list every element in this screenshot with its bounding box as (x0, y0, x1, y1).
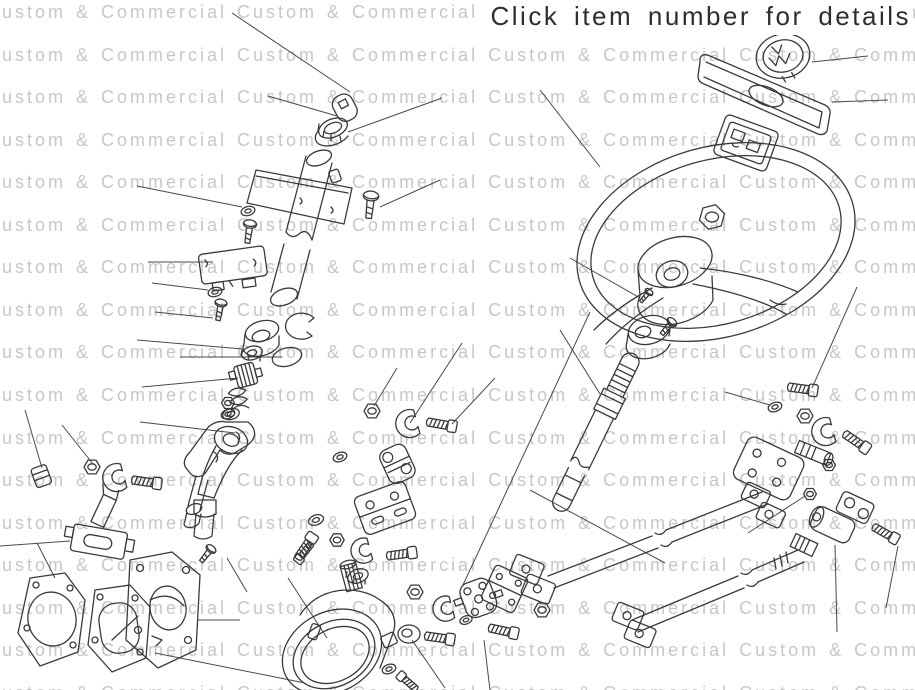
cover-screw[interactable] (196, 542, 219, 566)
wheel-nut[interactable] (697, 203, 728, 231)
column-tube[interactable] (268, 147, 342, 309)
switch-washer[interactable] (206, 285, 224, 299)
lower-yoke[interactable] (184, 421, 254, 527)
contact-plate[interactable] (713, 114, 780, 173)
nut-e[interactable] (796, 408, 814, 424)
clamp-bolt[interactable] (130, 473, 164, 491)
bearing-cup[interactable] (243, 317, 281, 356)
bolt-h[interactable] (839, 427, 874, 456)
ring-g[interactable] (306, 511, 326, 529)
coupling-flange[interactable] (353, 480, 417, 536)
bolt-f[interactable] (424, 415, 459, 434)
long-rod[interactable] (504, 492, 768, 605)
washer-e[interactable] (380, 661, 398, 677)
grommet[interactable] (398, 625, 420, 643)
steering-box[interactable] (267, 559, 398, 690)
flector-disc[interactable] (450, 573, 507, 623)
shaft-washer[interactable] (766, 399, 784, 415)
nut-b[interactable] (533, 602, 551, 618)
bolt-d[interactable] (394, 669, 421, 690)
nut-f[interactable] (803, 487, 817, 501)
wheel-hub[interactable] (632, 228, 719, 325)
column-switch-plate[interactable] (247, 170, 352, 224)
drop-arm[interactable] (194, 396, 251, 539)
nut-d[interactable] (329, 533, 345, 547)
snap-ring[interactable] (286, 313, 314, 339)
contact-carrier[interactable] (227, 360, 264, 390)
bearing-race[interactable] (239, 342, 265, 364)
spring[interactable] (226, 385, 250, 412)
gasket-plate-2[interactable] (88, 585, 150, 672)
universal-joint-2[interactable] (790, 490, 875, 556)
plate-screw-right[interactable] (360, 189, 381, 220)
uj-bolt[interactable] (869, 520, 902, 546)
clamp-b[interactable] (429, 594, 456, 625)
knurled-ring[interactable] (315, 114, 350, 146)
clamp-f[interactable] (807, 415, 837, 450)
box-clamp[interactable] (347, 536, 374, 567)
box-nut[interactable] (406, 584, 424, 600)
steering-shaft[interactable] (547, 349, 645, 516)
lock-cylinder[interactable] (329, 91, 360, 125)
grease-fitting[interactable] (30, 464, 52, 488)
bolt-e[interactable] (486, 621, 521, 641)
nut-c[interactable] (363, 403, 381, 419)
box-bolt-right[interactable] (385, 545, 419, 563)
bolt-c[interactable] (423, 629, 457, 647)
box-washer[interactable] (344, 565, 372, 587)
page-title: Click item number for details (482, 0, 913, 35)
horn-bar[interactable] (698, 55, 830, 135)
plate-washer[interactable] (239, 204, 257, 218)
o-ring[interactable] (270, 344, 304, 369)
universal-joint[interactable] (377, 442, 418, 486)
callout-lines (0, 13, 898, 690)
ignition-switch[interactable] (198, 246, 269, 294)
column-housing[interactable] (62, 522, 136, 561)
plate-screw-left[interactable] (240, 218, 258, 245)
long-rod-2[interactable] (607, 550, 804, 648)
coupling-bracket[interactable] (731, 435, 835, 529)
mount-plate[interactable] (480, 564, 529, 614)
steering-wheel[interactable] (553, 112, 878, 373)
gasket-plate[interactable] (18, 573, 85, 666)
washer-f[interactable] (331, 449, 349, 465)
switch-screw[interactable] (211, 297, 229, 323)
swivel-tube[interactable] (86, 483, 120, 527)
